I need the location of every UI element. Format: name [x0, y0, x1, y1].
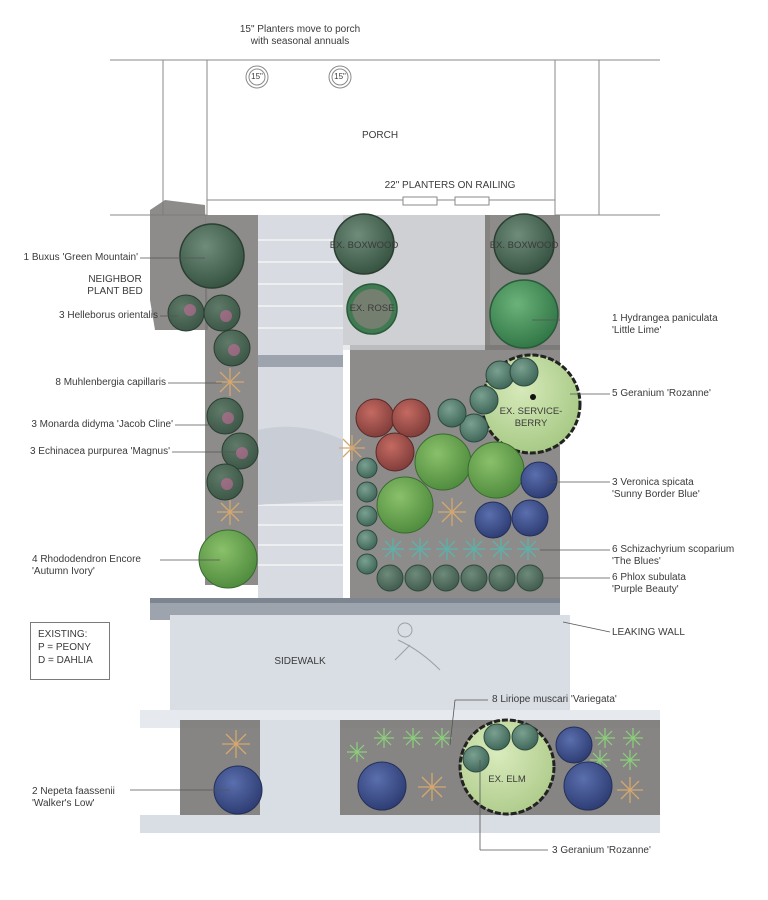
rhododendron-bed-cluster [376, 433, 525, 534]
callout-liriope: 8 Liriope muscari 'Variegata' [492, 694, 617, 705]
callout-echinacea: 3 Echinacea purpurea 'Magnus' [29, 446, 170, 457]
porch-planter-15in-2 [328, 65, 352, 89]
veronica-cluster [474, 461, 558, 539]
front-wall-cap [150, 598, 560, 603]
callout-geranium-elm: 3 Geranium 'Rozanne' [552, 845, 651, 856]
nepeta-bottom-right [357, 726, 613, 811]
echinacea-left [206, 432, 259, 501]
planter-size-label-1: 15" [251, 72, 263, 81]
bottom-walk [260, 720, 340, 815]
callout-muhlenbergia: 8 Muhlenbergia capillaris [55, 377, 166, 388]
liriope-row [347, 728, 643, 770]
muhlenbergia-grass-bed [339, 435, 466, 526]
header-note: 15" Planters move to porch with seasonal… [239, 24, 361, 47]
callout-helleborus: 3 Helleborus orientalis [59, 310, 158, 321]
callout-leader-lines [130, 257, 611, 851]
front-wall [150, 598, 560, 620]
geranium-elm-cluster [462, 723, 539, 773]
phlox-row [376, 564, 544, 592]
legend-dahlia: D = DAHLIA [38, 655, 93, 666]
callout-buxus: 1 Buxus 'Green Mountain' [23, 252, 138, 263]
rhododendron-left [198, 529, 258, 589]
grass-bottom-right [418, 773, 643, 803]
existing-rose [346, 283, 398, 335]
monarda-left [206, 397, 244, 435]
porch-planter-15in-1 [245, 65, 269, 89]
callout-leaking-wall: LEAKING WALL [612, 627, 685, 638]
existing-legend: EXISTING: P = PEONY D = DAHLIA [30, 622, 110, 680]
callout-nepeta: 2 Nepeta faassenii 'Walker's Low' [32, 786, 115, 809]
tree-label-rose: EX. ROSE [349, 303, 395, 314]
legend-peony: P = PEONY [38, 642, 91, 653]
tree-label-serviceberry: EX. SERVICE- BERRY [499, 406, 563, 429]
schizachyrium-row [382, 538, 539, 560]
hydrangea-little-lime [489, 279, 559, 349]
planter-size-label-2: 15" [334, 72, 346, 81]
callout-schizachyrium: 6 Schizachyrium scoparium 'The Blues' [612, 544, 735, 567]
boxwood-neighbor [179, 223, 245, 289]
small-perennial-column [356, 457, 378, 575]
callout-monarda: 3 Monarda didyma 'Jacob Cline' [31, 419, 173, 430]
tree-label-boxwood-1: EX. BOXWOOD [329, 240, 399, 251]
boxwood-existing-2 [493, 213, 555, 275]
callout-veronica: 3 Veronica spicata 'Sunny Border Blue' [612, 477, 700, 500]
helleborus-cluster [167, 294, 251, 367]
callout-rhododendron: 4 Rhododendron Encore 'Autumn Ivory' [32, 554, 141, 577]
callout-hydrangea: 1 Hydrangea paniculata 'Little Lime' [612, 313, 718, 336]
tree-label-elm: EX. ELM [488, 774, 526, 785]
tree-label-boxwood-2: EX. BOXWOOD [489, 240, 559, 251]
sidewalk [140, 615, 660, 833]
sidewalk-label: SIDEWALK [274, 656, 326, 667]
boxwood-existing-1 [333, 213, 395, 275]
monarda-cluster-bed [355, 398, 431, 472]
sidewalk-figure-sketch [394, 622, 441, 671]
callout-geranium: 5 Geranium 'Rozanne' [612, 388, 711, 399]
muhlenbergia-left [216, 368, 244, 525]
geranium-serviceberry-cluster [437, 357, 539, 443]
neighbor-plant-bed-label: NEIGHBOR PLANT BED [87, 274, 143, 297]
railing-note: 22" PLANTERS ON RAILING [384, 180, 516, 191]
porch-label: PORCH [361, 130, 399, 141]
grass-bottom-left [222, 730, 250, 758]
legend-title: EXISTING: [38, 629, 88, 640]
callout-phlox: 6 Phlox subulata 'Purple Beauty' [612, 572, 686, 595]
